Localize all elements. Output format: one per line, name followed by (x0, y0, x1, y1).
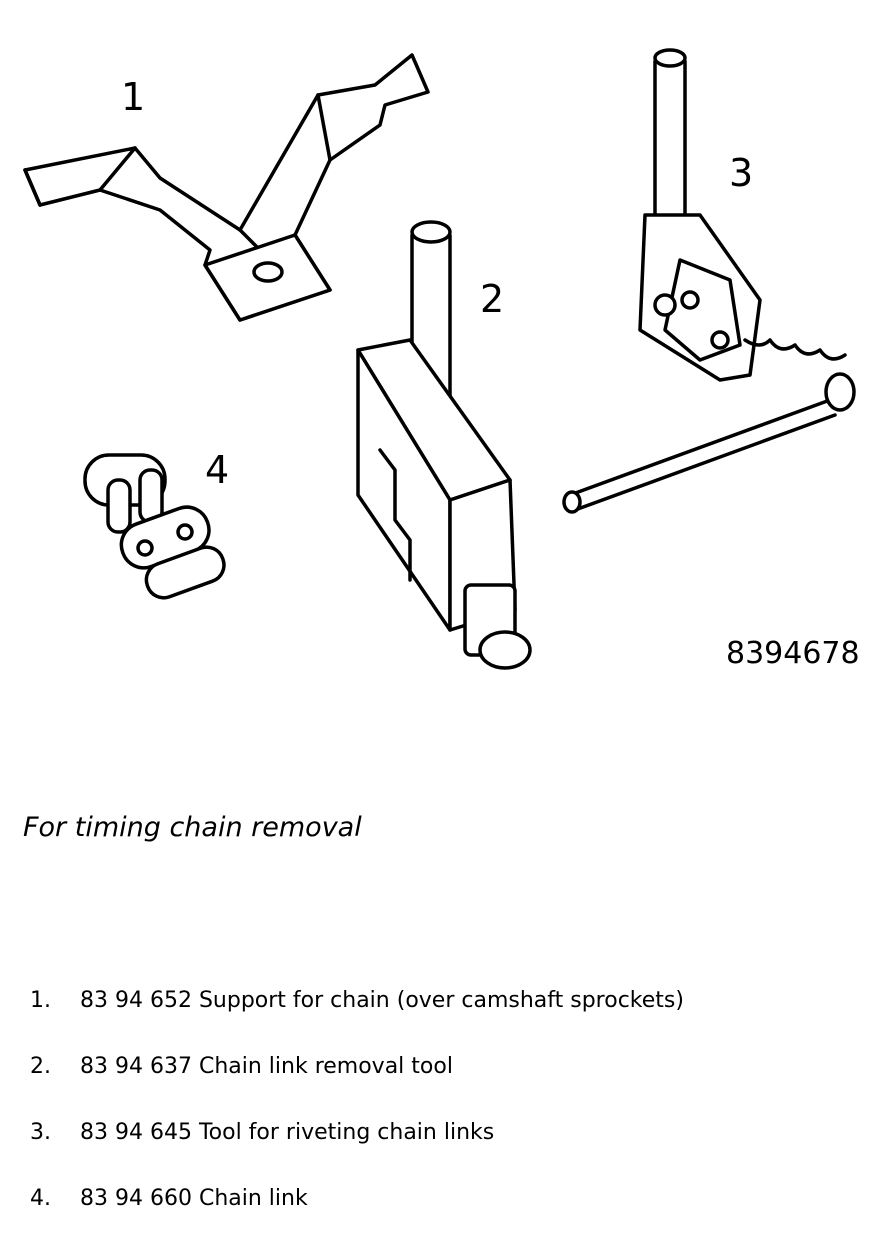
callout-3: 3 (729, 151, 754, 195)
part-index: 2. (30, 1054, 51, 1079)
part-text: 83 94 652 Support for chain (over camsha… (80, 988, 684, 1013)
part-text: 83 94 645 Tool for riveting chain links (80, 1120, 495, 1145)
part-index: 3. (30, 1120, 51, 1145)
part-text: 83 94 637 Chain link removal tool (80, 1054, 453, 1079)
tool-drawing (23, 48, 856, 670)
parts-list: 1. 83 94 652 Support for chain (over cam… (30, 988, 684, 1252)
chain-link-drawing (83, 453, 226, 600)
callout-2: 2 (480, 277, 505, 321)
figure-number: 8394678 (726, 636, 860, 671)
caption: For timing chain removal (23, 812, 362, 843)
list-item: 4. 83 94 660 Chain link (30, 1186, 684, 1252)
callout-4: 4 (205, 448, 230, 492)
part-index: 1. (30, 988, 51, 1013)
part-index: 4. (30, 1186, 51, 1211)
callout-1: 1 (121, 75, 146, 119)
tool-illustration: 1 2 3 4 8394678 (23, 48, 860, 671)
chain-link-removal-tool-drawing (356, 220, 532, 670)
part-text: 83 94 660 Chain link (80, 1186, 308, 1211)
list-item: 3. 83 94 645 Tool for riveting chain lin… (30, 1120, 684, 1186)
list-item: 2. 83 94 637 Chain link removal tool (30, 1054, 684, 1120)
chain-support-drawing (23, 53, 430, 322)
riveting-tool-drawing (562, 48, 856, 514)
list-item: 1. 83 94 652 Support for chain (over cam… (30, 988, 684, 1054)
